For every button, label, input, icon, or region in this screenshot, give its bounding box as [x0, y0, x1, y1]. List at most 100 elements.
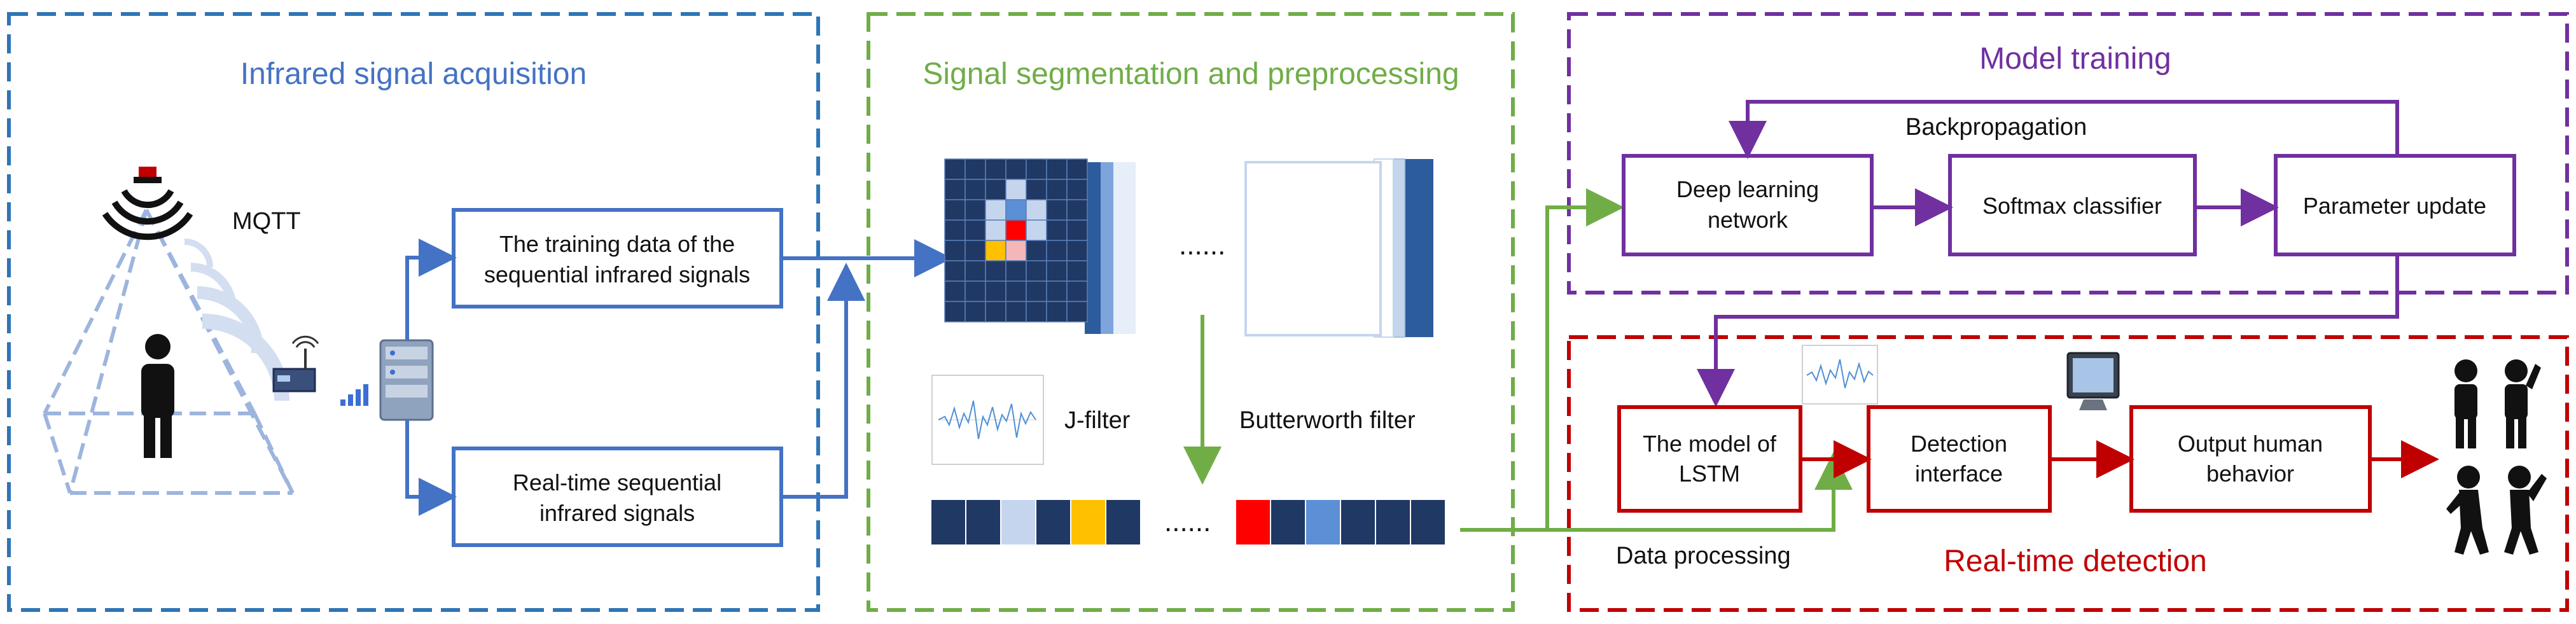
sequence-cell: [1035, 499, 1071, 546]
sequence-bar-left: [930, 499, 1141, 546]
person-icon: [141, 334, 174, 458]
matrix-cell: [1026, 301, 1047, 322]
matrix-cell: [1026, 260, 1047, 282]
matrix-cell: [1066, 301, 1088, 322]
matrix-cell: [1005, 199, 1027, 221]
interface-line1: Detection: [1911, 431, 2007, 457]
param-label: Parameter update: [2303, 193, 2486, 219]
sequence-cell: [1340, 499, 1376, 546]
matrix-cell: [1026, 219, 1047, 241]
waveform-icon: [931, 375, 1044, 465]
training-title: Model training: [1979, 42, 2171, 76]
matrix-cell: [944, 301, 966, 322]
matrix-cell: [1046, 219, 1068, 241]
backprop-label: Backpropagation: [1905, 114, 2087, 141]
matrix-cell: [985, 240, 1006, 261]
matrix-cell: [1046, 158, 1068, 180]
sequence-cell: [1000, 499, 1036, 546]
frame-stack-back: [1085, 162, 1136, 334]
waveform-small-icon: [1802, 345, 1878, 405]
realtime-line2: infrared signals: [540, 500, 695, 526]
matrix-cell: [985, 158, 1006, 180]
matrix-cell: [985, 281, 1006, 302]
matrix-cell: [964, 219, 986, 241]
matrix-cell: [1046, 301, 1068, 322]
matrix-cell: [1046, 240, 1068, 261]
training-data-box: [452, 208, 783, 309]
butterworth-label: Butterworth filter: [1239, 407, 1416, 434]
filtered-frame-stack: [1244, 158, 1433, 338]
sequence-cell: [965, 499, 1001, 546]
lstm-box: [1617, 405, 1802, 513]
matrix-cell: [1066, 158, 1088, 180]
sequence-cell: [930, 499, 966, 546]
monitor-icon: [2066, 352, 2120, 410]
sensor-matrix: [944, 158, 1088, 322]
sequence-cell: [1235, 499, 1271, 546]
matrix-cell: [985, 260, 1006, 282]
matrix-cell: [985, 301, 1006, 322]
ellipsis-bottom: ......: [1164, 506, 1211, 537]
sequence-cell: [1375, 499, 1411, 546]
matrix-cell: [1005, 260, 1027, 282]
matrix-cell: [964, 179, 986, 200]
softmax-box: [1948, 154, 2197, 256]
detection-section: [1567, 335, 2569, 612]
matrix-cell: [944, 158, 966, 180]
sequence-cell: [1305, 499, 1341, 546]
ellipsis-top: ......: [1179, 230, 1225, 261]
matrix-cell: [1005, 240, 1027, 261]
lstm-line2: LSTM: [1679, 461, 1740, 487]
server-icon: [379, 339, 434, 421]
matrix-cell: [1046, 179, 1068, 200]
matrix-cell: [944, 281, 966, 302]
sequence-cell: [1070, 499, 1106, 546]
signal-bars-icon: [340, 384, 368, 406]
sensor-icon: [102, 167, 193, 240]
training-section: [1567, 12, 2569, 295]
training-arrows: [1697, 100, 2399, 407]
matrix-cell: [1005, 158, 1027, 180]
matrix-cell: [964, 199, 986, 221]
training-data-line2: sequential infrared signals: [484, 261, 750, 288]
interface-line2: interface: [1915, 461, 2003, 487]
matrix-cell: [964, 260, 986, 282]
matrix-cell: [944, 179, 966, 200]
detection-title: Real-time detection: [1944, 544, 2207, 578]
matrix-cell: [964, 281, 986, 302]
matrix-cell: [1046, 260, 1068, 282]
matrix-cell: [985, 219, 1006, 241]
output-behavior-box: [2129, 405, 2372, 513]
matrix-cell: [944, 219, 966, 241]
lstm-line1: The model of: [1643, 431, 1777, 457]
human-poses-icon: [2446, 359, 2547, 555]
softmax-label: Softmax classifier: [1982, 193, 2162, 219]
matrix-cell: [1066, 199, 1088, 221]
matrix-cell: [964, 158, 986, 180]
sequence-cell: [1270, 499, 1306, 546]
matrix-cell: [1005, 219, 1027, 241]
matrix-cell: [1005, 179, 1027, 200]
sequence-cell: [1105, 499, 1141, 546]
acquisition-title: Infrared signal acquisition: [240, 57, 587, 91]
matrix-cell: [964, 301, 986, 322]
matrix-cell: [1026, 240, 1047, 261]
matrix-cell: [1066, 260, 1088, 282]
signal-wave-icon: [184, 239, 289, 401]
detection-interface-box: [1867, 405, 2052, 513]
preprocessing-section: [867, 12, 1515, 612]
matrix-cell: [1005, 301, 1027, 322]
sequence-bar-right: [1235, 499, 1446, 546]
matrix-cell: [1026, 158, 1047, 180]
output-line1: Output human: [2178, 431, 2323, 457]
matrix-cell: [944, 260, 966, 282]
jfilter-label: J-filter: [1064, 407, 1131, 434]
matrix-cell: [1005, 281, 1027, 302]
matrix-cell: [1026, 199, 1047, 221]
matrix-cell: [1066, 240, 1088, 261]
sequence-cell: [1410, 499, 1446, 546]
matrix-cell: [1026, 179, 1047, 200]
matrix-cell: [1046, 199, 1068, 221]
acquisition-arrows: [405, 239, 952, 516]
